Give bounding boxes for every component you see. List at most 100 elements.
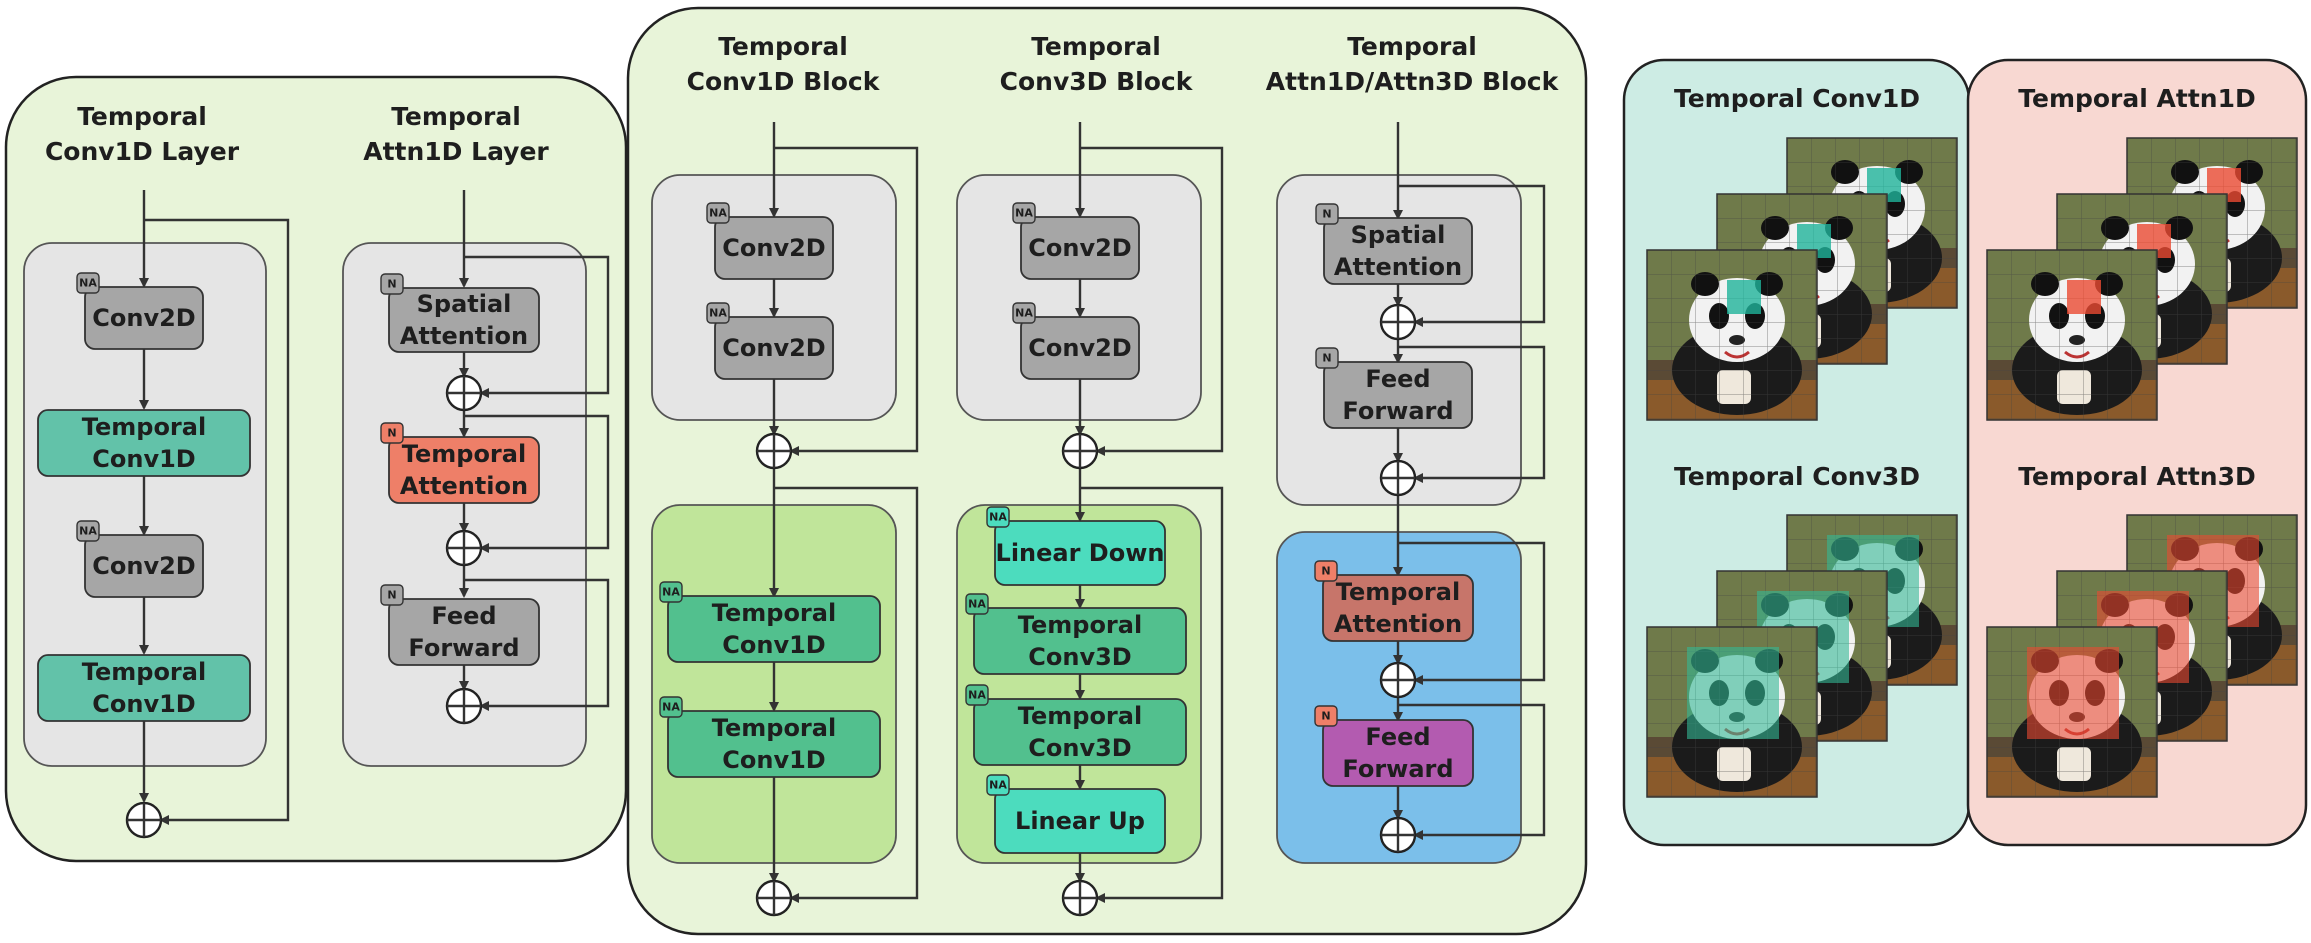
node-label-line1: Temporal: [1018, 611, 1142, 639]
node-label-line2: Conv3D: [1028, 734, 1131, 762]
node-box: [667, 595, 881, 663]
norm-tag-box: [76, 272, 100, 294]
norm-tag-box: [76, 520, 100, 542]
node-label-line2: Forward: [1342, 397, 1453, 425]
wire-l1-skip: [144, 218, 290, 825]
attention-region: [2027, 647, 2119, 739]
norm-tag: NA: [965, 684, 989, 706]
norm-tag-label: N: [387, 589, 396, 602]
plus-sign: [1381, 305, 1415, 339]
title-viz-conv1d: Temporal Conv1D: [1674, 84, 1920, 113]
wire-b1-skip2: [774, 486, 919, 903]
norm-tag-box: [659, 696, 683, 718]
norm-tag-label: N: [1321, 565, 1330, 578]
plus-b3-2: [1379, 459, 1417, 497]
norm-tag: N: [380, 273, 404, 295]
node-label-line2: Attention: [1334, 610, 1462, 638]
norm-tag-box: [986, 506, 1010, 528]
norm-tag-box: [706, 202, 730, 224]
node-box: [1323, 361, 1473, 429]
plus-sign: [447, 376, 481, 410]
wire-l2-skip3: [464, 578, 610, 711]
norm-tag-box: [1314, 705, 1338, 727]
node-label-line2: Forward: [408, 634, 519, 662]
node-box: [1322, 574, 1474, 642]
node-label-line1: Temporal: [712, 599, 836, 627]
norm-tag-label: NA: [989, 779, 1007, 792]
node-label-line1: Temporal: [712, 714, 836, 742]
plus-sign: [757, 434, 791, 468]
node-label-line2: Conv1D: [722, 631, 825, 659]
norm-tag-box: [659, 581, 683, 603]
plus-sign: [1063, 881, 1097, 915]
norm-tag-box: [1012, 302, 1036, 324]
norm-tag-label: NA: [79, 525, 97, 538]
norm-tag-label: N: [1321, 710, 1330, 723]
wire-b3-skip4: [1398, 703, 1546, 840]
node-label: Conv2D: [92, 552, 195, 580]
video-frame: [1645, 248, 1819, 422]
plus-b1-1: [755, 432, 793, 470]
node-label: Conv2D: [1028, 234, 1131, 262]
node-label-line1: Temporal: [1018, 702, 1142, 730]
plus-b2-2: [1061, 879, 1099, 917]
node-label-line1: Temporal: [82, 413, 206, 441]
node-label-line1: Spatial: [1351, 221, 1446, 249]
node-label-line2: Attention: [400, 322, 528, 350]
attention-patch: [2067, 280, 2101, 314]
wire-b1-skip1: [774, 146, 919, 456]
norm-tag-box: [1314, 560, 1338, 582]
norm-tag-box: [965, 684, 989, 706]
node-l1-conv2d-2: Conv2D NA: [76, 520, 204, 598]
plus-b3-3: [1379, 661, 1417, 699]
viz-stack-conv1d: [1645, 136, 1959, 422]
node-label-line1: Spatial: [417, 290, 512, 318]
norm-tag-label: NA: [1015, 307, 1033, 320]
node-label: Conv2D: [722, 234, 825, 262]
plus-sign: [1381, 818, 1415, 852]
plus-sign: [1063, 434, 1097, 468]
norm-tag: N: [1315, 347, 1339, 369]
title-conv1d-layer-line1: Temporal: [77, 102, 207, 131]
node-label-line2: Attention: [1334, 253, 1462, 281]
title-viz-attn3d: Temporal Attn3D: [2018, 462, 2255, 491]
norm-tag-label: N: [1322, 208, 1331, 221]
node-box: [388, 287, 540, 353]
title-conv1d-layer-line2: Conv1D Layer: [45, 137, 240, 166]
node-label-line2: Conv1D: [92, 690, 195, 718]
norm-tag-label: NA: [1015, 207, 1033, 220]
norm-tag-box: [380, 273, 404, 295]
norm-tag: NA: [965, 593, 989, 615]
node-label-line1: Feed: [431, 602, 496, 630]
wire-layer: [139, 122, 1546, 903]
wire-l2-skip2: [464, 414, 610, 553]
panda-frame-image: [1645, 248, 1819, 422]
node-label: Conv2D: [92, 304, 195, 332]
viz-stack-attn3d: [1985, 513, 2299, 799]
title-conv1d-block-line1: Temporal: [718, 32, 848, 61]
wire-b3-skip1: [1398, 184, 1546, 327]
node-box: [994, 520, 1166, 586]
viz-stack-conv3d: [1645, 513, 1959, 799]
plus-sign: [447, 531, 481, 565]
norm-tag: N: [380, 422, 404, 444]
node-box: [973, 607, 1187, 675]
node-box: [388, 598, 540, 666]
norm-tag: NA: [76, 272, 100, 294]
node-label: Linear Down: [996, 539, 1165, 567]
norm-tag: NA: [659, 581, 683, 603]
norm-tag-label: NA: [968, 598, 986, 611]
panda-frame-image: [1985, 248, 2159, 422]
node-box: [667, 710, 881, 778]
